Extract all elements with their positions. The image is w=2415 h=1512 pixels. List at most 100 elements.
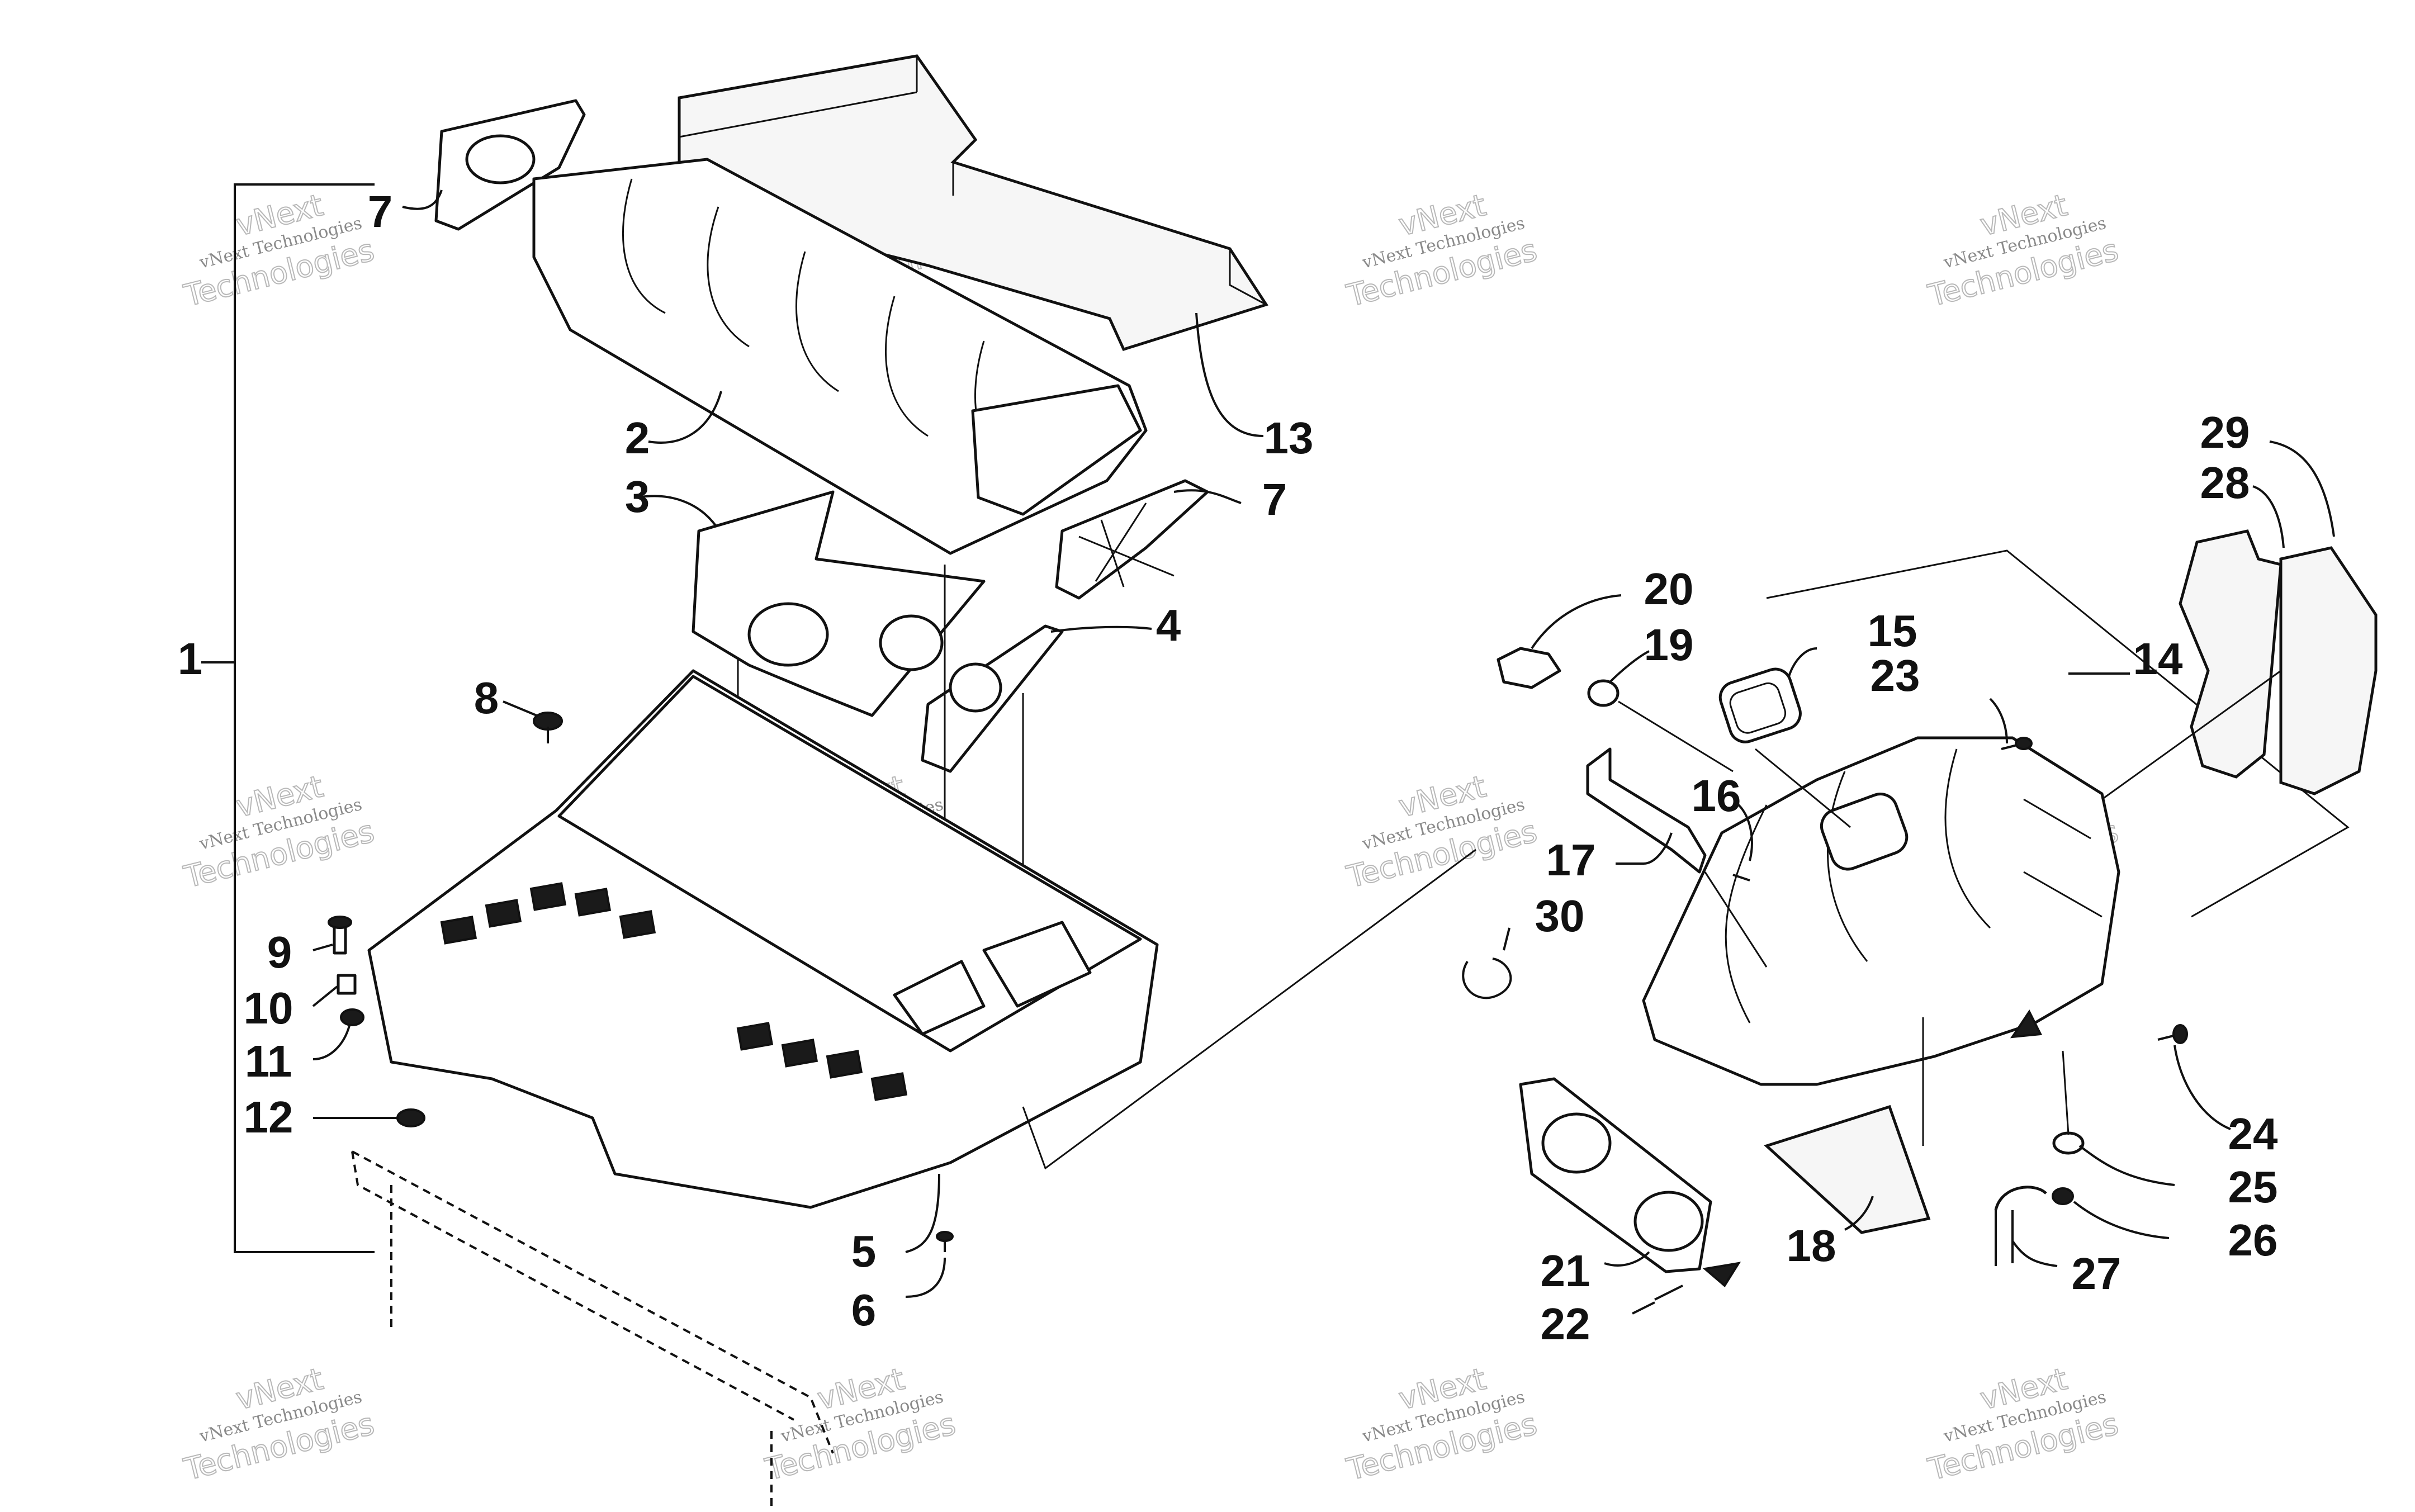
callout-12: 12 [244, 1092, 293, 1142]
callout-labels: 1 2 3 4 5 6 7 7 8 9 10 11 12 13 14 15 16… [178, 187, 2278, 1349]
guide-line [1755, 748, 1851, 828]
airbox-body-right [1642, 736, 2120, 1086]
vent-slot [440, 916, 477, 945]
screw-head [936, 1231, 954, 1242]
frame-reference [351, 1150, 834, 1509]
callout-7: 7 [1262, 475, 1287, 524]
callout-6: 6 [851, 1285, 877, 1335]
callout-21: 21 [1541, 1246, 1590, 1296]
tray-opening [982, 921, 1092, 1008]
leader-lines [1604, 1251, 1655, 1315]
vent-slot [781, 1039, 818, 1068]
callout-27: 27 [2072, 1249, 2122, 1298]
vent-slot [736, 1022, 774, 1051]
screw-head [2015, 737, 2033, 750]
intake-ring [1633, 1191, 1704, 1252]
leader-line [1173, 489, 1242, 504]
baffle-part [2179, 529, 2283, 779]
callout-16: 16 [1692, 771, 1741, 821]
seal-ring-part [1718, 667, 1802, 743]
callout-24: 24 [2228, 1109, 2278, 1159]
grommet-part [1587, 679, 1620, 707]
watermark: vNext Technologies vNext Technologies [1924, 1361, 2123, 1488]
callout-29: 29 [2200, 407, 2250, 457]
bracket-part [1586, 747, 1707, 874]
assembly-outline [1766, 549, 2350, 918]
callout-20: 20 [1644, 564, 1694, 614]
callout-22: 22 [1541, 1299, 1590, 1349]
leader-line [1616, 832, 1673, 865]
callout-14: 14 [2133, 634, 2183, 684]
watermark: vNext Technologies vNext Technologies [180, 187, 378, 314]
leader-line [1844, 1196, 1874, 1231]
grommet-part [340, 1008, 364, 1026]
tray-vents [440, 882, 908, 1101]
gasket-mesh [1078, 503, 1175, 587]
screw-head [2172, 1024, 2188, 1044]
vent-slot [574, 888, 612, 917]
callout-9: 9 [267, 927, 292, 977]
leader-line [503, 700, 537, 717]
callout-11: 11 [245, 1036, 292, 1086]
vent-slot [870, 1072, 908, 1101]
callout-28: 28 [2200, 458, 2250, 508]
screw-part [1654, 1285, 1683, 1301]
callout-23: 23 [1871, 651, 1920, 700]
callout-25: 25 [2228, 1162, 2278, 1212]
leader-lines [2011, 1145, 2175, 1267]
elbow-fitting-part [1497, 647, 1561, 689]
connector-line [1022, 849, 1476, 1170]
hose-part [1994, 1186, 2047, 1211]
vent-slot [619, 910, 656, 939]
callout-30: 30 [1535, 891, 1585, 941]
vent-slot [485, 899, 522, 928]
callout-2: 2 [625, 413, 650, 463]
clamp-part [1462, 958, 1512, 999]
leader-line [1195, 312, 1264, 437]
guide-line [1704, 871, 1768, 968]
callout-5: 5 [851, 1226, 877, 1276]
plate-hole [949, 662, 1002, 713]
watermark: vNext Technologies vNext Technologies [180, 1361, 378, 1488]
screw-part [1732, 874, 1750, 881]
intake-boot-opening [879, 614, 944, 671]
guide-line [1618, 700, 1734, 772]
callout-3: 3 [625, 472, 650, 522]
airbox-end-cap [971, 384, 1142, 516]
callout-1: 1 [178, 634, 203, 684]
leader-lines [2252, 440, 2335, 548]
watermark: vNext Technologies vNext Technologies [761, 1361, 960, 1488]
nut-part [396, 1108, 425, 1127]
leader-line [402, 189, 443, 210]
leader-line [637, 495, 717, 527]
arrow-marker [2010, 1009, 2043, 1039]
airbox-port [1820, 793, 1909, 871]
guide-line [2062, 1050, 2070, 1135]
fitting-part [2052, 1187, 2074, 1205]
watermark: vNext Technologies vNext Technologies [1343, 768, 1541, 895]
leader-line [905, 1173, 940, 1253]
seal-ring-inner [1729, 682, 1787, 734]
leader-line [1788, 647, 1817, 677]
baffle-part [2279, 546, 2378, 795]
leader-lines [1531, 594, 1650, 683]
watermark: vNext Technologies vNext Technologies [1343, 187, 1541, 314]
callout-19: 19 [1644, 620, 1694, 670]
callout-7: 7 [368, 187, 393, 236]
callout-10: 10 [244, 983, 293, 1033]
callout-13: 13 [1264, 413, 1314, 463]
leader-line [905, 1257, 946, 1298]
tray-opening [893, 960, 986, 1036]
airbox-ribs [622, 178, 1018, 482]
leader-line [1050, 625, 1152, 633]
intake-ring [1541, 1112, 1612, 1174]
callout-18: 18 [1787, 1221, 1836, 1271]
callout-15: 15 [1868, 606, 1917, 656]
vent-slot [529, 882, 567, 911]
callout-8: 8 [474, 673, 499, 723]
arrow-marker [1702, 1262, 1741, 1288]
leader-line [1503, 927, 1510, 951]
intake-boot-opening [747, 602, 829, 667]
leader-line [1737, 804, 1753, 861]
watermark: vNext Technologies vNext Technologies [1343, 1361, 1541, 1488]
